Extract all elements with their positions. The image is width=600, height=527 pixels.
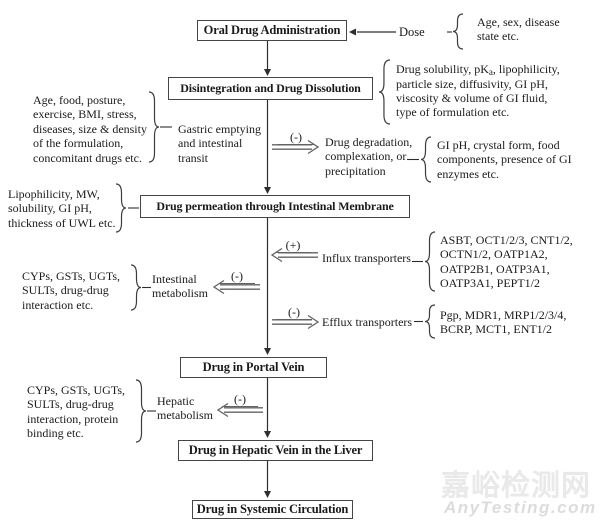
box-disintegration-dissolution: Disintegration and Drug Dissolution <box>168 77 373 100</box>
arrow-portal-to-hepatic <box>264 378 271 438</box>
dissolution-pka-prefix: Drug solubility, pK <box>396 62 489 76</box>
watermark-cn: 嘉峪检测网 <box>441 470 592 502</box>
intestinal-met-factors-text: CYPs, GSTs, UGTs, SULTs, drug-drug inter… <box>22 269 121 312</box>
dissolution-pka-subscript: a <box>488 67 493 77</box>
hepatic-metabolism-label: Hepatic metabolism <box>157 394 213 423</box>
arrow-oral-to-disintegration <box>264 41 271 76</box>
box-oral-drug-administration: Oral Drug Administration <box>197 20 347 41</box>
influx-transporters-label: Influx transporters <box>322 251 411 265</box>
arrow-permeation-to-portal <box>264 218 271 355</box>
brace-intestinal-met-factors <box>130 264 142 311</box>
minus-sign-hepatic: (-) <box>222 393 258 407</box>
brace-efflux-transporters <box>424 304 436 339</box>
dose-factors-text: Age, sex, disease state etc. <box>477 15 560 44</box>
gastric-transit-label: Gastric emptying and intestinal transit <box>178 122 261 165</box>
intestinal-metabolism-label: Intestinal metabolism <box>152 272 208 301</box>
arrow-hepatic-to-systemic <box>264 461 271 498</box>
box-drug-in-portal-vein: Drug in Portal Vein <box>180 357 327 378</box>
watermark-en: AnyTesting.com <box>444 498 597 517</box>
efflux-transporters-list: Pgp, MDR1, MRP1/2/3/4, BCRP, MCT1, ENT1/… <box>440 308 567 337</box>
minus-sign-degradation: (-) <box>278 131 314 145</box>
brace-gastric-factors <box>148 91 160 163</box>
negative-arrow-hepatic-metabolism <box>216 402 263 418</box>
brace-permeation-factors <box>115 183 127 233</box>
brace-hepatic-met-factors <box>135 379 147 443</box>
efflux-transporters-label: Efflux transporters <box>322 315 413 329</box>
dissolution-pka-suffix: , lipophilicity, <box>492 62 560 76</box>
dose-label: Dose <box>399 25 425 39</box>
brace-influx-transporters <box>424 231 436 292</box>
arrow-dose-to-oral <box>349 28 396 36</box>
degradation-factors-text: GI pH, crystal form, food components, pr… <box>437 138 572 181</box>
box-drug-permeation: Drug permeation through Intestinal Membr… <box>140 195 410 218</box>
box-drug-in-systemic-circulation: Drug in Systemic Circulation <box>192 500 353 519</box>
degradation-label: Drug degradation, complexation, or preci… <box>325 135 413 178</box>
hepatic-met-factors-text: CYPs, GSTs, UGTs, SULTs, drug-drug inter… <box>27 383 126 441</box>
influx-transporters-list: ASBT, OCT1/2/3, CNT1/2, OCTN1/2, OATP1A2… <box>440 233 573 291</box>
gastric-factors-text: Age, food, posture, exercise, BMI, stres… <box>33 93 147 165</box>
brace-degradation-factors <box>420 136 432 183</box>
dissolution-factors-text: particle size, diffusivity, GI pH, visco… <box>396 76 548 120</box>
brace-dose-factors <box>452 13 464 50</box>
minus-sign-efflux: (-) <box>276 306 312 320</box>
dissolution-factors-line1: Drug solubility, pKa, lipophilicity, <box>396 62 560 77</box>
permeation-factors-text: Lipophilicity, MW, solubility, GI pH, th… <box>8 187 116 230</box>
negative-arrow-intestinal-metabolism <box>212 279 260 295</box>
minus-sign-intestinal: (-) <box>219 270 255 284</box>
brace-dissolution-factors <box>378 59 391 125</box>
arrow-disintegration-to-permeation <box>264 100 271 194</box>
plus-sign-influx: (+) <box>275 239 311 253</box>
box-drug-in-hepatic-vein: Drug in Hepatic Vein in the Liver <box>178 440 373 461</box>
